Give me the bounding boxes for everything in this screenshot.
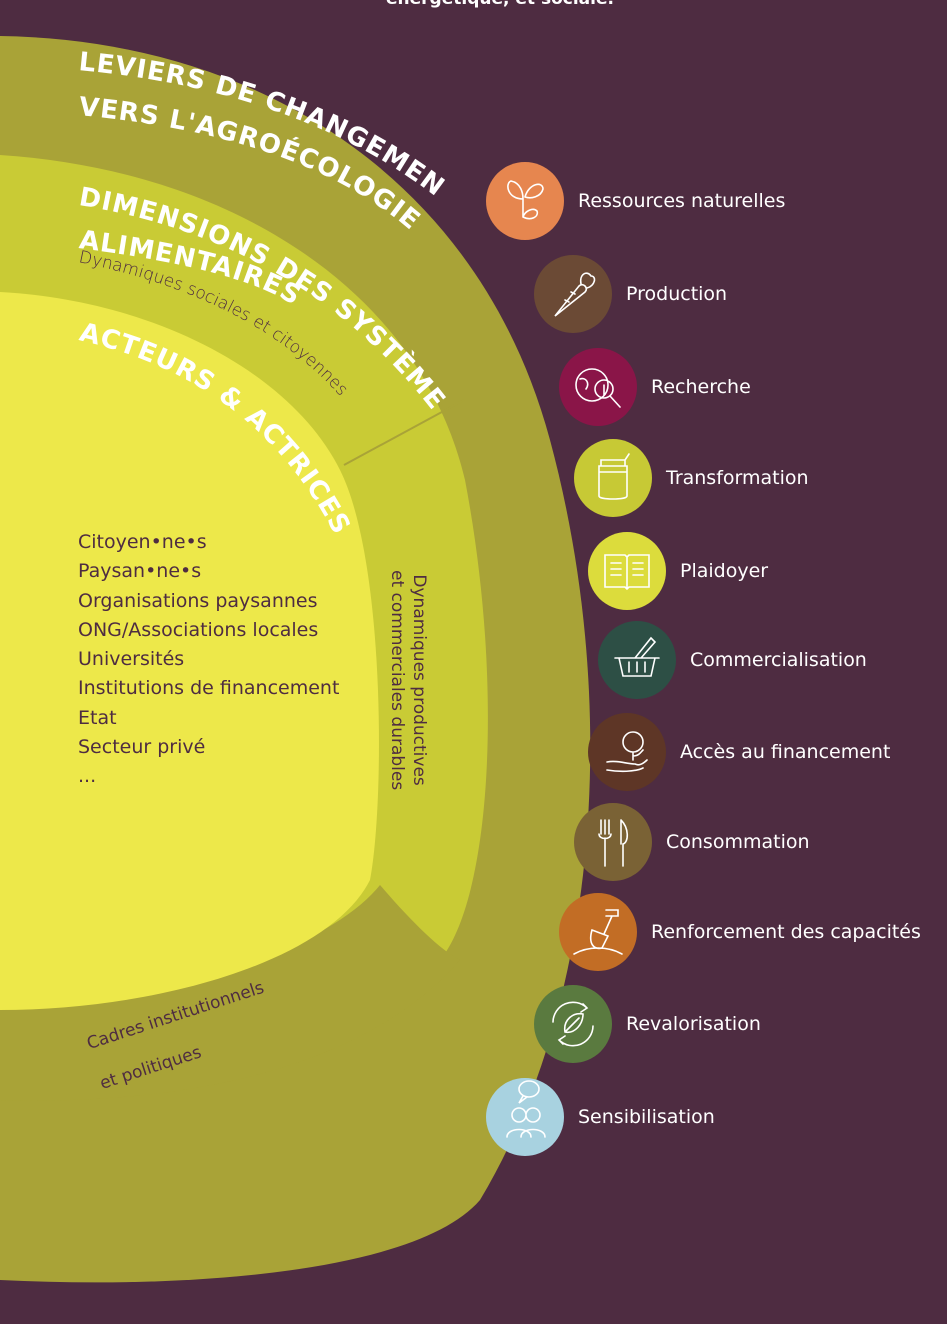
lever-badge [486,1078,564,1156]
lever-icons-group [486,162,676,1156]
lever-label: Ressources naturelles [578,190,786,212]
middle-ring-divider-top [343,399,465,466]
globe-magnifier-icon [575,368,621,408]
inner-disk [0,292,379,1010]
money-plant-icon [606,731,648,773]
lever-badge [559,893,637,971]
lever-badge [574,439,652,517]
lever-badge [588,532,666,610]
actor-item: Etat [78,706,117,729]
shovel-icon [573,909,623,955]
lever-label: Consommation [666,831,810,853]
actor-item: Citoyen•ne•s [78,531,207,553]
lever-circle [598,621,676,699]
lever-label: Commercialisation [690,649,867,671]
actor-item: Universités [78,648,185,671]
lever-label: Plaidoyer [680,560,769,582]
segment-productive-line1: Dynamiques productives [409,574,429,786]
recycle-leaf-icon [552,1001,594,1047]
lever-label: Production [626,283,728,305]
jar-icon [598,453,630,500]
lever-label: Revalorisation [626,1013,761,1035]
lever-badge [574,803,652,881]
lever-label: Transformation [666,467,809,489]
actor-item: Institutions de financement [78,677,340,700]
actor-item: Paysan•ne•s [78,560,202,583]
lever-badge [559,348,637,426]
lever-badge [598,621,676,699]
intro-text-tail: énergétique, et sociale. [200,0,800,12]
segment-productive-line2: et commerciales durables [387,570,407,791]
lever-badge [534,255,612,333]
actor-item: ... [78,765,97,788]
lever-badge [534,985,612,1063]
lever-circle [588,713,666,791]
lever-label: Sensibilisation [578,1106,715,1128]
basket-icon [614,636,660,677]
sprout-icon [507,180,544,220]
lever-label: Accès au financement [680,741,891,763]
lever-label: Recherche [651,376,751,398]
lever-circle [574,803,652,881]
people-speech-icon [506,1080,546,1138]
lever-circle [574,439,652,517]
lever-circle [486,162,564,240]
book-icon [604,554,650,591]
carrot-icon [554,272,596,317]
lever-label: Renforcement des capacités [651,921,921,943]
lever-badge [486,162,564,240]
actor-item: ONG/Associations locales [78,618,319,641]
actor-item: Organisations paysannes [78,589,318,612]
institutional-band [0,885,460,1101]
lever-badge [588,713,666,791]
fork-knife-icon [598,819,629,867]
lever-circle [559,348,637,426]
actor-item: Secteur privé [78,736,206,759]
